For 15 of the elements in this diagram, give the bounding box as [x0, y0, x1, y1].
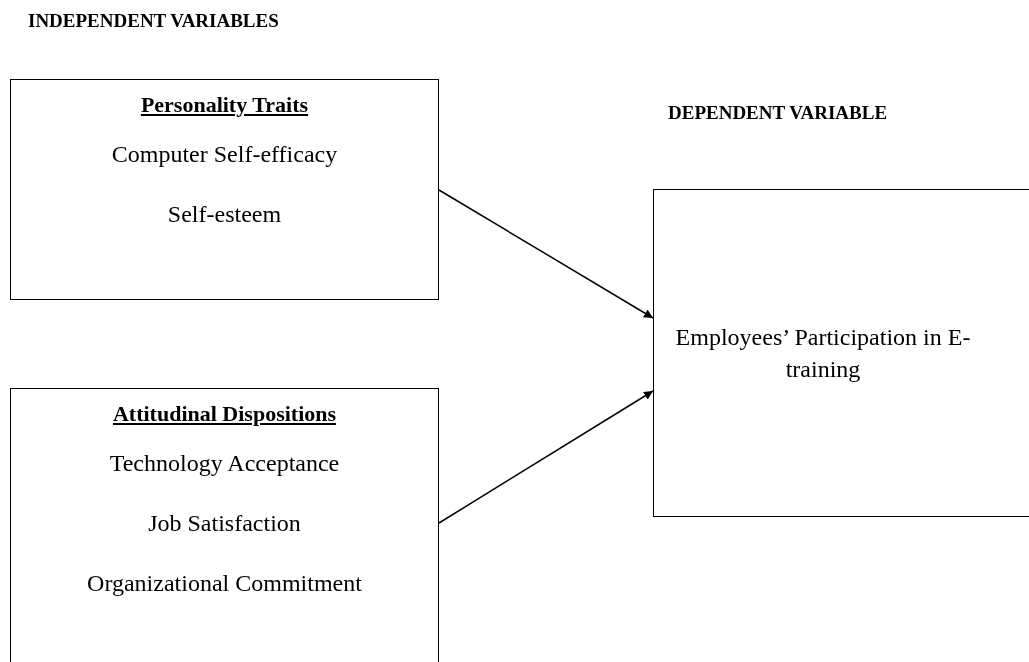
- variable-text: Employees’ Participation in E-training: [674, 323, 972, 384]
- arrow: [438, 189, 654, 319]
- section-heading: INDEPENDENT VARIABLES: [28, 10, 279, 32]
- variable-box: [653, 189, 1029, 517]
- variable-text: Self-esteem: [167, 200, 282, 229]
- box-heading: Attitudinal Dispositions: [112, 401, 337, 427]
- variable-box: [10, 388, 439, 662]
- arrow: [438, 390, 654, 524]
- variable-text: Computer Self-efficacy: [111, 140, 338, 169]
- variable-box: [10, 79, 439, 300]
- variable-text: Job Satisfaction: [148, 509, 301, 538]
- box-heading: Personality Traits: [140, 92, 309, 118]
- variable-text: Technology Acceptance: [109, 449, 340, 478]
- variable-text: Organizational Commitment: [87, 569, 362, 598]
- section-heading: DEPENDENT VARIABLE: [668, 102, 888, 124]
